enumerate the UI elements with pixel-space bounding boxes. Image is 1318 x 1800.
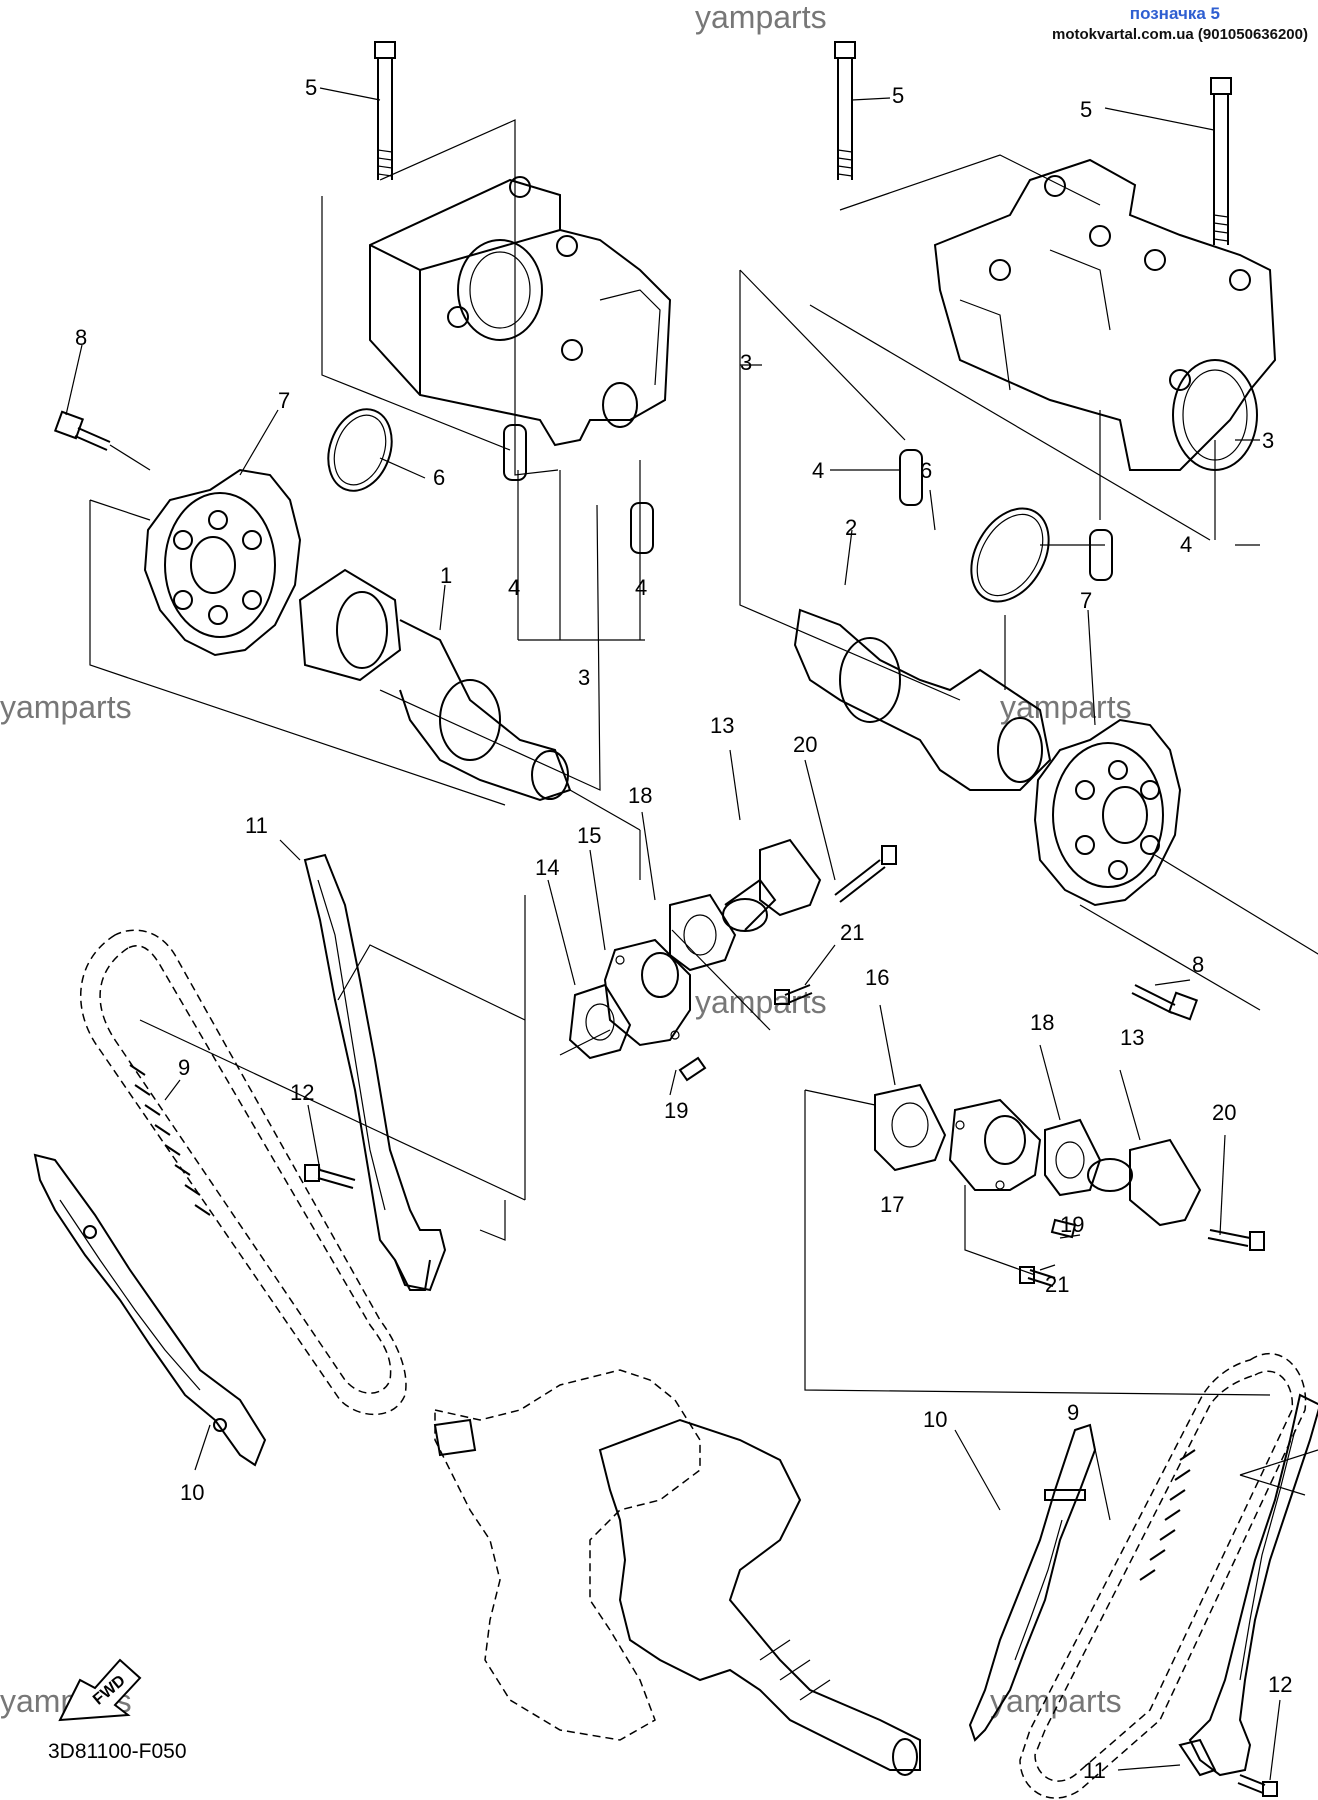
callout-16: 16 <box>865 965 889 990</box>
callout-3-right-top: 3 <box>740 350 752 375</box>
left-tensioner-13 <box>722 838 822 932</box>
left-bolt-12 <box>304 1164 356 1189</box>
right-tensioner-13 <box>1087 1138 1202 1227</box>
left-chain-guide-11 <box>303 853 447 1292</box>
header-site: motokvartal.com.ua (901050636200) <box>1052 26 1308 43</box>
right-gasket-16 <box>874 1083 947 1172</box>
camshaft-2 <box>793 608 1052 791</box>
callout-11-left: 11 <box>245 813 268 838</box>
callout-7-left: 7 <box>278 388 290 413</box>
right-pin-19 <box>1050 1218 1077 1239</box>
callout-5-mid: 5 <box>892 83 904 108</box>
callout-14: 14 <box>535 855 559 880</box>
callout-19-left: 19 <box>664 1098 688 1123</box>
right-circlip-6 <box>970 507 1050 603</box>
right-bolt-5b <box>1210 77 1232 245</box>
callout-20-right: 20 <box>1212 1100 1236 1125</box>
callout-18-right: 18 <box>1030 1010 1054 1035</box>
right-tensioner-body-17 <box>948 1098 1042 1191</box>
callout-12-left: 12 <box>290 1080 314 1105</box>
callout-6-left: 6 <box>433 465 445 490</box>
callout-18-left: 18 <box>628 783 652 808</box>
left-chain-guide-10 <box>33 1153 267 1467</box>
callout-8-left: 8 <box>75 325 87 350</box>
callout-3-right-side: 3 <box>1262 428 1274 453</box>
callout-19-right: 19 <box>1060 1212 1084 1237</box>
left-dowel-4b <box>630 502 654 554</box>
callout-13-right: 13 <box>1120 1025 1144 1050</box>
watermark-bottom-right: yamparts <box>990 1683 1122 1719</box>
diagram-code: 3D81100-F050 <box>48 1740 187 1763</box>
right-dowel-4a <box>899 449 923 506</box>
callout-4-right-b: 4 <box>1180 532 1192 557</box>
right-bolt-12 <box>1237 1774 1278 1797</box>
left-pin-19 <box>678 1056 707 1082</box>
left-sprocket-7 <box>143 468 302 657</box>
right-chain-guide-10 <box>968 1423 1097 1742</box>
watermark-mid-right: yamparts <box>1000 689 1132 725</box>
right-gasket-18 <box>1044 1118 1102 1197</box>
callout-10-left: 10 <box>180 1480 204 1505</box>
right-chain-guide-11 <box>1178 1393 1318 1777</box>
callout-11-right: 11 <box>1083 1758 1106 1783</box>
left-gasket-14 <box>568 983 632 1060</box>
callout-5-left: 5 <box>305 75 317 100</box>
callout-6-right: 6 <box>920 458 932 483</box>
right-bolt-8 <box>1131 984 1199 1021</box>
callout-9-right: 9 <box>1067 1400 1079 1425</box>
callout-1: 1 <box>440 563 452 588</box>
left-cam-chain-9 <box>80 929 407 1416</box>
left-bolt-20 <box>834 845 897 903</box>
left-camshaft-holder <box>369 176 672 447</box>
callout-9-left: 9 <box>178 1055 190 1080</box>
right-bolt-5a <box>834 41 856 180</box>
right-cam-chain-9 <box>1019 1353 1307 1799</box>
left-bolt-5 <box>374 41 396 180</box>
left-tensioner-body-15 <box>603 938 691 1047</box>
callout-15: 15 <box>577 823 601 848</box>
callout-20-left: 20 <box>793 732 817 757</box>
watermark-left: yamparts <box>0 689 132 725</box>
callout-2: 2 <box>845 515 857 540</box>
callout-10-right: 10 <box>923 1407 947 1432</box>
callout-8-right: 8 <box>1192 952 1204 977</box>
callout-4-left-a: 4 <box>508 575 520 600</box>
callout-21-left: 21 <box>840 920 864 945</box>
callout-7-right: 7 <box>1080 588 1092 613</box>
header-label: позначка 5 <box>1129 4 1220 23</box>
right-camshaft-holder <box>933 158 1277 471</box>
right-dowel-4b <box>1089 529 1113 581</box>
left-bolt-21 <box>774 984 813 1005</box>
callout-3-left-bottom: 3 <box>578 665 590 690</box>
watermark-top: yamparts <box>695 0 827 35</box>
callout-4-left-b: 4 <box>635 575 647 600</box>
crankshaft <box>433 1369 921 1776</box>
callout-17: 17 <box>880 1192 904 1217</box>
right-bolt-20 <box>1207 1229 1265 1251</box>
callout-13-left: 13 <box>710 713 734 738</box>
camshaft-1 <box>298 568 641 880</box>
leader-lines <box>65 87 1281 1781</box>
left-circlip-6 <box>327 408 393 492</box>
callout-4-right-a: 4 <box>812 458 824 483</box>
callout-5-right: 5 <box>1080 97 1092 122</box>
watermark-center: yamparts <box>695 984 827 1020</box>
callout-21-right: 21 <box>1045 1272 1069 1297</box>
callout-12-right: 12 <box>1268 1672 1292 1697</box>
right-sprocket-7 <box>1033 718 1182 907</box>
left-bolt-8 <box>53 410 111 451</box>
